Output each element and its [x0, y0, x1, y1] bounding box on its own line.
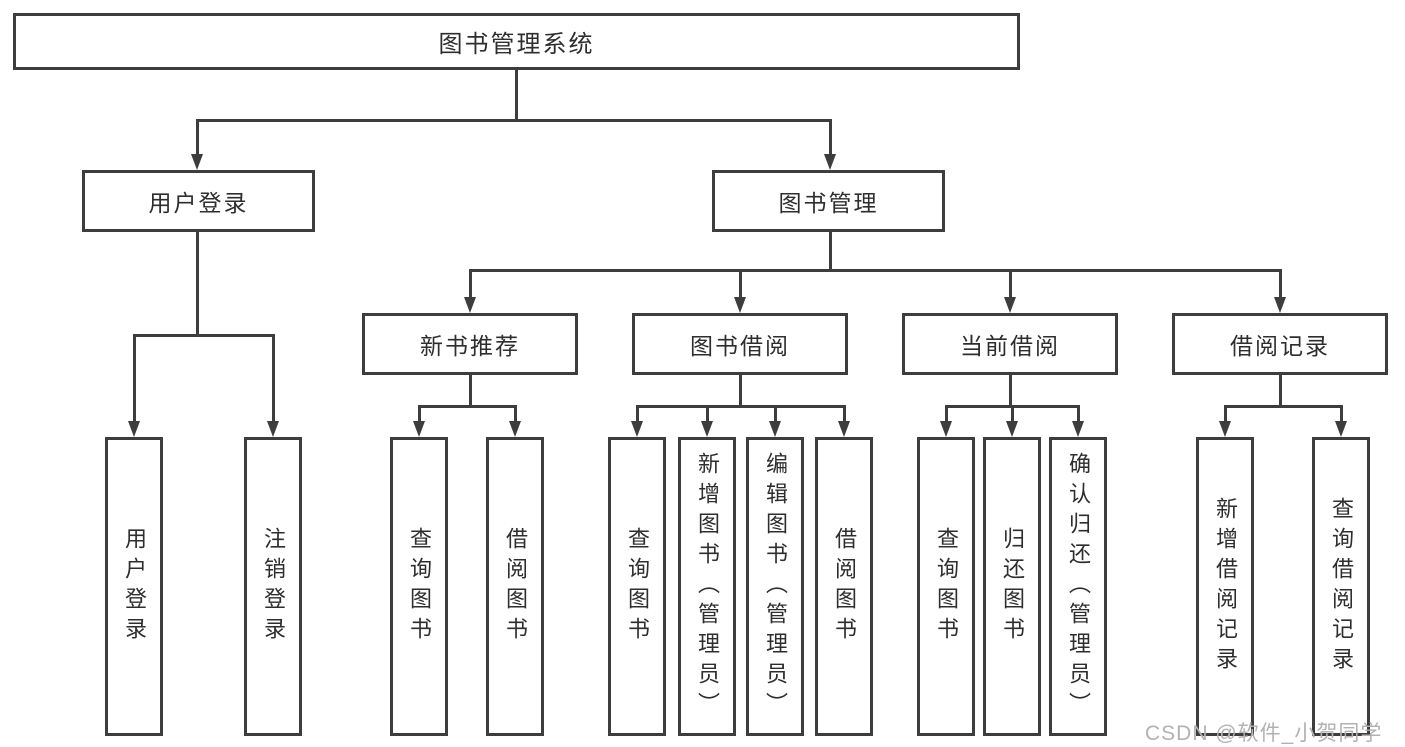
arrow-down-icon: [266, 421, 279, 437]
connector-drop: [271, 335, 275, 423]
connector-drop: [1010, 406, 1014, 423]
csdn-watermark: CSDN @软件_小贺同学: [1145, 722, 1383, 745]
connector-stem: [828, 232, 832, 272]
connector-drop: [513, 406, 517, 423]
leaf-add-books-admin-label: 新增图书（管理员）: [695, 451, 720, 722]
leaf-add-borrow-record: 新增借阅记录: [1196, 437, 1254, 736]
node-new-book-recommendation: 新书推荐: [362, 313, 578, 375]
node-new-book-recommendation-label: 新书推荐: [420, 333, 520, 359]
connector-drop: [1339, 406, 1343, 423]
leaf-logout-login: 注销登录: [244, 437, 302, 736]
connector-rail: [132, 333, 275, 337]
connector-drop: [1076, 406, 1080, 423]
connector-rail: [417, 404, 517, 408]
connector-stem: [1278, 375, 1282, 408]
node-library-system-label: 图书管理系统: [438, 31, 595, 58]
connector-stem: [738, 375, 742, 408]
leaf-user-login-label: 用户登录: [122, 526, 147, 647]
arrow-down-icon: [837, 421, 850, 437]
connector-drop: [738, 270, 742, 299]
arrow-down-icon: [1005, 421, 1018, 437]
arrow-down-icon: [127, 421, 140, 437]
leaf-logout-login-label: 注销登录: [261, 526, 286, 647]
node-library-system: 图书管理系统: [13, 13, 1020, 70]
arrow-down-icon: [939, 421, 952, 437]
connector-rail: [195, 118, 832, 122]
leaf-query-borrow-record: 查询借阅记录: [1312, 437, 1370, 736]
leaf-query-books-3-label: 查询图书: [934, 526, 959, 647]
node-current-borrowing: 当前借阅: [902, 313, 1118, 375]
leaf-edit-books-admin-label: 编辑图书（管理员）: [763, 451, 788, 722]
leaf-query-borrow-record-label: 查询借阅记录: [1329, 496, 1354, 677]
leaf-add-borrow-record-label: 新增借阅记录: [1213, 496, 1238, 677]
arrow-down-icon: [412, 421, 425, 437]
connector-drop: [773, 406, 777, 423]
arrow-down-icon: [823, 154, 836, 170]
connector-drop: [1008, 270, 1012, 299]
connector-rail: [1223, 404, 1343, 408]
node-user-login-label: 用户登录: [148, 190, 249, 216]
connector-drop: [1223, 406, 1227, 423]
connector-drop: [417, 406, 421, 423]
leaf-return-books-label: 归还图书: [1000, 526, 1025, 647]
node-user-login: 用户登录: [82, 170, 315, 232]
connector-rail: [635, 404, 846, 408]
arrow-down-icon: [1071, 421, 1084, 437]
leaf-query-books-3: 查询图书: [917, 437, 975, 736]
leaf-user-login: 用户登录: [105, 437, 163, 736]
leaf-query-books-2-label: 查询图书: [625, 526, 650, 647]
connector-drop: [842, 406, 846, 423]
arrow-down-icon: [1334, 421, 1347, 437]
arrow-down-icon: [1273, 297, 1286, 313]
leaf-add-books-admin: 新增图书（管理员）: [678, 437, 736, 736]
leaf-borrow-books-2: 借阅图书: [815, 437, 873, 736]
leaf-query-books-1-label: 查询图书: [407, 526, 432, 647]
node-book-management: 图书管理: [712, 170, 945, 232]
leaf-confirm-return-admin: 确认归还（管理员）: [1049, 437, 1107, 736]
connector-drop: [944, 406, 948, 423]
arrow-down-icon: [1218, 421, 1231, 437]
leaf-borrow-books-2-label: 借阅图书: [832, 526, 857, 647]
arrow-down-icon: [463, 297, 476, 313]
connector-drop: [828, 120, 832, 156]
connector-stem: [514, 70, 518, 122]
node-book-borrowing-label: 图书借阅: [690, 333, 790, 359]
leaf-query-books-2: 查询图书: [608, 437, 666, 736]
connector-stem: [195, 232, 199, 337]
arrow-down-icon: [630, 421, 643, 437]
leaf-return-books: 归还图书: [983, 437, 1041, 736]
leaf-confirm-return-admin-label: 确认归还（管理员）: [1066, 451, 1091, 722]
leaf-borrow-books-1-label: 借阅图书: [503, 526, 528, 647]
node-borrowing-records-label: 借阅记录: [1230, 333, 1330, 359]
connector-rail: [468, 268, 1282, 272]
connector-drop: [635, 406, 639, 423]
arrow-down-icon: [733, 297, 746, 313]
connector-stem: [1008, 375, 1012, 408]
arrow-down-icon: [768, 421, 781, 437]
leaf-borrow-books-1: 借阅图书: [486, 437, 544, 736]
connector-drop: [705, 406, 709, 423]
leaf-query-books-1: 查询图书: [390, 437, 448, 736]
arrow-down-icon: [700, 421, 713, 437]
node-borrowing-records: 借阅记录: [1172, 313, 1388, 375]
arrow-down-icon: [508, 421, 521, 437]
node-book-management-label: 图书管理: [778, 190, 879, 216]
connector-drop: [468, 270, 472, 299]
leaf-edit-books-admin: 编辑图书（管理员）: [746, 437, 804, 736]
connector-drop: [1278, 270, 1282, 299]
connector-drop: [132, 335, 136, 423]
arrow-down-icon: [1003, 297, 1016, 313]
connector-stem: [468, 375, 472, 408]
node-current-borrowing-label: 当前借阅: [960, 333, 1060, 359]
connector-drop: [195, 120, 199, 156]
node-book-borrowing: 图书借阅: [632, 313, 848, 375]
arrow-down-icon: [190, 154, 203, 170]
